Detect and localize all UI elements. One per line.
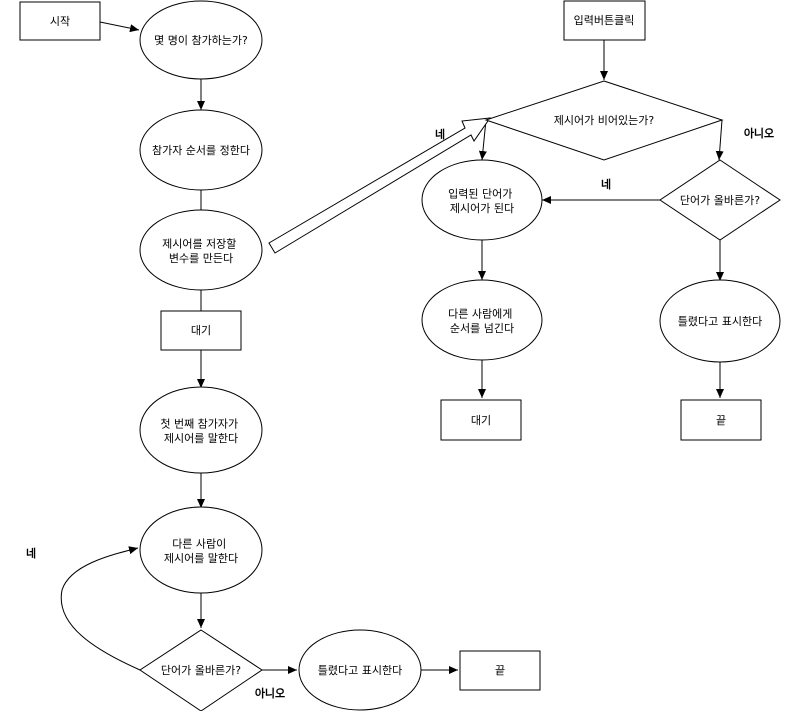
edge-empty-yes xyxy=(478,119,487,161)
node-order-label: 참가자 순서를 정한다 xyxy=(152,144,250,157)
edge-start-to-how-many xyxy=(99,21,140,33)
label-yes-empty: 네 xyxy=(435,127,445,141)
node-input-click-label: 입력버튼클릭 xyxy=(574,14,635,27)
node-word-correct-bottom: 단어가 올바른가? xyxy=(139,629,263,711)
node-end-right: 끝 xyxy=(680,399,762,441)
label-yes-left-loop: 네 xyxy=(26,546,36,560)
node-wait-left-label: 대기 xyxy=(191,324,211,337)
node-wait-right-label: 대기 xyxy=(471,414,491,427)
node-make-var-label: 제시어를 저장할 변수를 만든다 xyxy=(162,237,240,265)
edge-empty-no xyxy=(715,119,724,161)
connector-hollow-arrow xyxy=(268,117,492,254)
node-order: 참가자 순서를 정한다 xyxy=(139,109,263,191)
node-other-says: 다른 사람이 제시어를 말한다 xyxy=(139,506,263,594)
node-mark-wrong-bottom-label: 틀렸다고 표시한다 xyxy=(318,664,402,677)
node-how-many-label: 몇 명이 참가하는가? xyxy=(154,33,248,47)
node-other-says-label: 다른 사람이 제시어를 말한다 xyxy=(164,537,238,565)
node-end-bottom: 끝 xyxy=(459,650,541,691)
node-start-label: 시작 xyxy=(50,15,70,28)
node-becomes-word: 입력된 단어가 제시어가 된다 xyxy=(421,159,543,241)
node-is-empty-label: 제시어가 비어있는가? xyxy=(554,114,655,127)
edges xyxy=(60,21,724,674)
node-mark-wrong-bottom: 틀렸다고 표시한다 xyxy=(298,629,422,711)
node-word-correct-right: 단어가 올바른가? xyxy=(659,159,781,241)
node-first-says: 첫 번째 참가자가 제시어를 말한다 xyxy=(139,386,263,474)
label-no-empty: 아니오 xyxy=(744,126,774,140)
node-end-bottom-label: 끝 xyxy=(495,664,505,677)
node-input-click: 입력버튼클릭 xyxy=(563,0,646,41)
label-no-bottom: 아니오 xyxy=(255,686,285,700)
edge-loop-back-yes xyxy=(60,546,141,671)
node-pass-turn: 다른 사람에게 순서를 넘긴다 xyxy=(421,279,543,361)
node-wait-left: 대기 xyxy=(160,310,242,351)
node-make-var: 제시어를 저장할 변수를 만든다 xyxy=(139,209,263,291)
node-pass-turn-label: 다른 사람에게 순서를 넘긴다 xyxy=(448,307,516,335)
node-is-empty: 제시어가 비어있는가? xyxy=(484,80,724,161)
node-end-right-label: 끝 xyxy=(716,414,726,427)
node-first-says-label: 첫 번째 참가자가 제시어를 말한다 xyxy=(160,417,241,445)
node-wait-right: 대기 xyxy=(440,399,522,441)
edge-labels: 네 아니오 네 아니오 네 xyxy=(26,126,774,700)
label-yes-correct-right: 네 xyxy=(601,177,611,191)
node-start: 시작 xyxy=(19,1,101,41)
nodes: 시작 몇 명이 참가하는가? 참가자 순서를 정한다 제시어를 저장할 변수를 … xyxy=(19,0,781,711)
node-how-many: 몇 명이 참가하는가? xyxy=(139,0,263,80)
node-becomes-word-label: 입력된 단어가 제시어가 된다 xyxy=(448,187,516,215)
node-word-correct-right-label: 단어가 올바른가? xyxy=(680,194,760,207)
node-mark-wrong-right: 틀렸다고 표시한다 xyxy=(659,279,781,363)
node-mark-wrong-right-label: 틀렸다고 표시한다 xyxy=(678,315,762,328)
node-word-correct-bottom-label: 단어가 올바른가? xyxy=(161,664,241,677)
